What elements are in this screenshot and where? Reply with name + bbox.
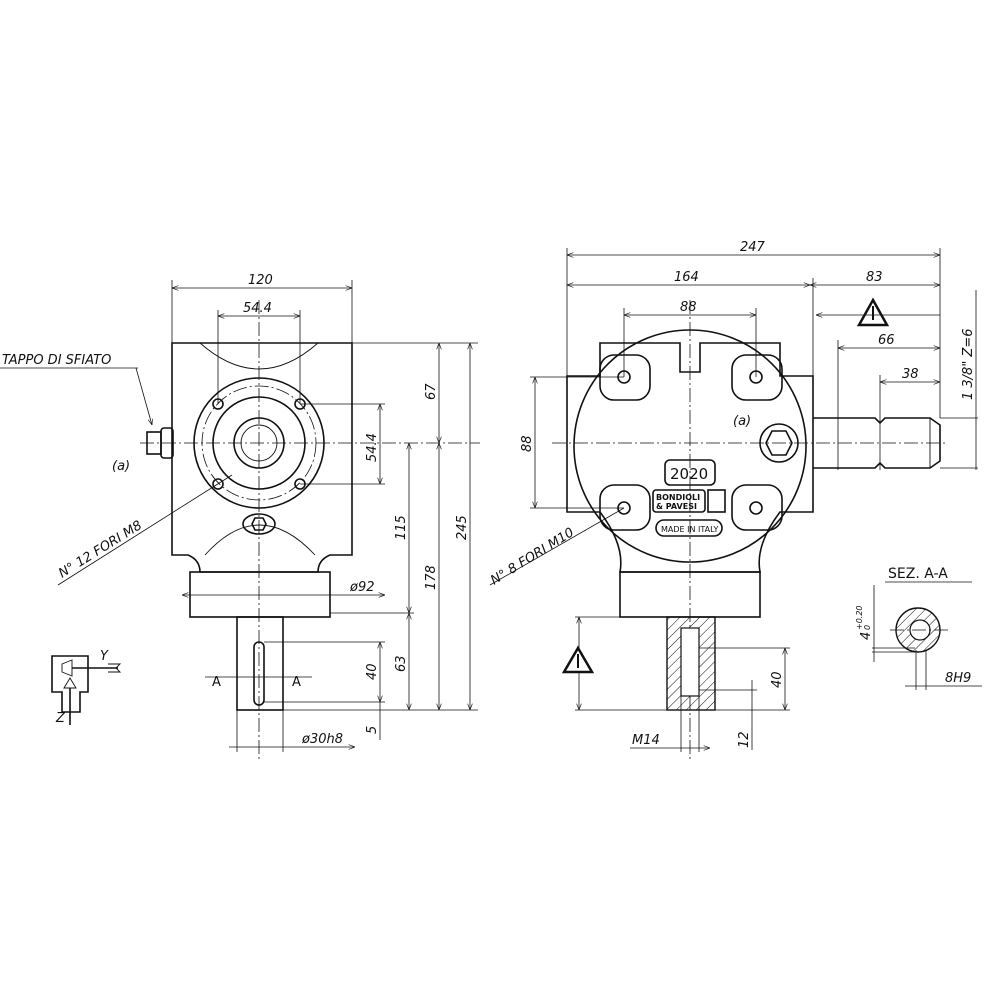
breather-label: TAPPO DI SFIATO: [2, 353, 111, 368]
output-flange: [189, 571, 331, 618]
dim-center-to-end: 178: [424, 565, 439, 590]
dim-width: 120: [248, 273, 273, 288]
section-mark-left: A: [212, 675, 221, 690]
dim-body: 164: [674, 270, 699, 285]
dim-keyway: 40: [365, 663, 380, 680]
drain-plug-hex: [251, 517, 267, 531]
axis-z-label: Z: [55, 711, 66, 726]
dim-bolt-spacing: 88: [680, 300, 697, 315]
dim-bolt-spacing-v: 88: [520, 435, 535, 452]
axis-y-label: Y: [100, 649, 109, 664]
origin-plate: [655, 519, 723, 537]
dim-overall: 247: [740, 240, 766, 255]
brand-line-1: BONDIOLI: [656, 493, 700, 502]
dim-thread: M14: [632, 733, 660, 748]
brand-plate: [652, 489, 706, 513]
breather-ref: (a): [112, 459, 130, 474]
housing-contour: [204, 524, 316, 556]
dim-total: 245: [455, 515, 470, 540]
key-depth: 4: [859, 632, 874, 640]
dim-shaft-end: 5: [365, 726, 380, 734]
dim-spline: 1 3/8" Z=6: [961, 328, 976, 400]
side-view: (a) 2020 BONDIOLI & PAVESI MADE IN ITALY…: [488, 240, 978, 760]
side-plug-hex: [765, 430, 793, 456]
model-plate-text: 2020: [670, 465, 708, 483]
keyway: [253, 641, 265, 706]
dim-flange-dia: ø92: [349, 580, 375, 595]
front-view: A A 120 54.4 54.4 67 245 115 178 63 40 5…: [0, 273, 480, 760]
threaded-hole: [680, 627, 700, 697]
side-plug-ref: (a): [733, 414, 751, 429]
dim-bolt-spacing-h: 54.4: [243, 301, 272, 316]
warning-icon: [856, 297, 890, 327]
dim-top: 67: [424, 383, 439, 400]
warning-icon: [561, 645, 595, 674]
key-tol-upper: +0.20: [855, 605, 864, 630]
rotation-axes-icon: Y Z: [51, 649, 122, 726]
section-mark-right: A: [292, 675, 301, 690]
dim-shaft-projection: 83: [866, 270, 883, 285]
section-a-a: SEZ. A-A 4 +0.20 0 8H9: [855, 566, 982, 690]
dim-bolt-spacing-v: 54.4: [365, 433, 380, 462]
dim-center-to-flange: 115: [394, 515, 409, 540]
dim-shaft-66: 66: [878, 333, 895, 348]
output-shaft: [236, 616, 284, 711]
holes-note: N° 12 FORI M8: [56, 518, 145, 581]
dim-shaft-length: 63: [394, 655, 409, 672]
dim-thread-offset: 12: [737, 731, 752, 748]
input-shaft: [813, 417, 941, 469]
side-holes-note: N° 8 FORI M10: [488, 525, 577, 588]
dim-shaft-dia: ø30h8: [301, 732, 343, 747]
key-width: 8H9: [945, 671, 971, 686]
brand-line-2: & PAVESI: [656, 502, 697, 511]
dim-thread-depth: 40: [770, 671, 785, 688]
key-tol-lower: 0: [863, 625, 872, 630]
dim-shaft-38: 38: [902, 367, 919, 382]
bolt-holes: [212, 398, 306, 490]
section-title: SEZ. A-A: [888, 566, 948, 582]
brand-logo: [707, 489, 726, 513]
